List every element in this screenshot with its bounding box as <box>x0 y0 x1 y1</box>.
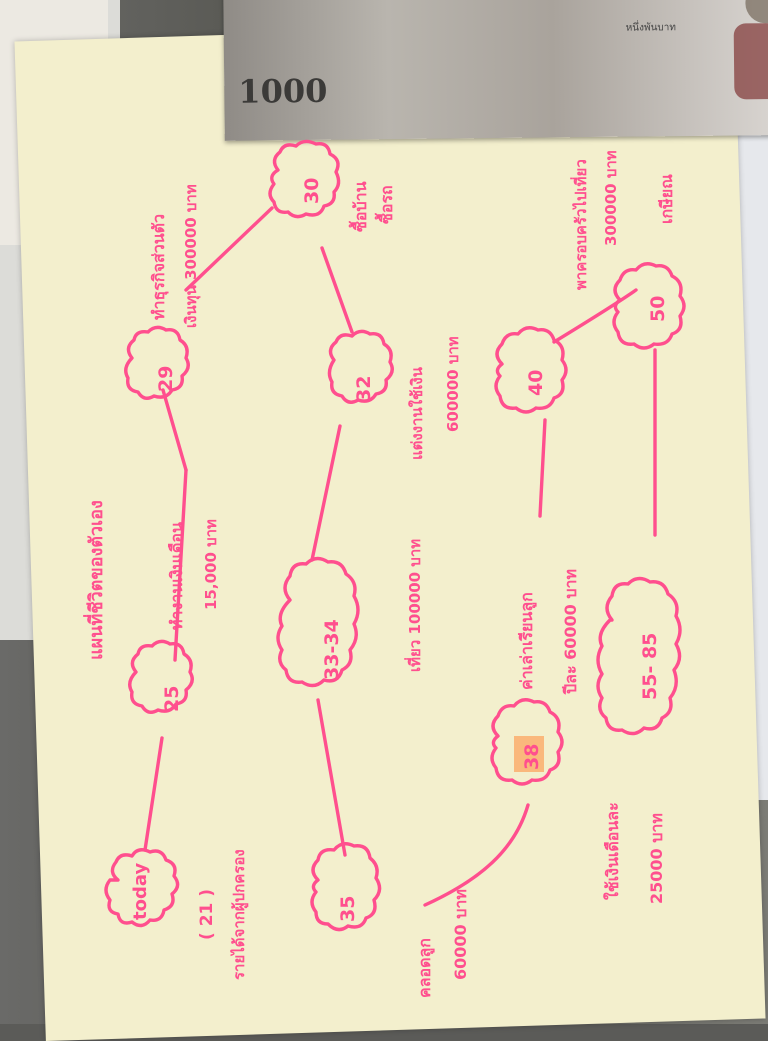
note-55-line2: 25000 บาท <box>647 813 666 904</box>
cloud-40 <box>494 326 568 414</box>
note-today-age: ( 21 ) <box>197 889 217 940</box>
cloud-25 <box>128 639 194 714</box>
connector-lines <box>143 206 657 907</box>
cloud-32 <box>327 329 394 404</box>
node-label-55-85: 55- 85 <box>639 633 661 700</box>
note-30-line1: ซื้อบ้าน <box>348 181 370 232</box>
note-32-line1: แต่งงานใช้เงิน <box>408 366 426 460</box>
title-text: แผนที่ชีวิตของตัวเอง <box>83 500 107 660</box>
node-label-30: 30 <box>301 178 323 204</box>
note-50-text: เกษียณ <box>657 174 676 224</box>
note-29-line2: เงินทุน 300000 บาท <box>182 184 201 328</box>
note-40-line2: 300000 บาท <box>602 150 620 246</box>
highlighter-mark <box>514 736 544 772</box>
banknote-portrait-image <box>733 0 768 100</box>
note-32-line2: 600000 บาท <box>444 336 462 432</box>
note-25-line1: ทำงานเงินเดือน <box>167 522 186 630</box>
node-label-25: 25 <box>161 686 183 712</box>
note-40-line1: พาครอบครัวไปเที่ยว <box>570 159 590 290</box>
cloud-today <box>104 848 180 928</box>
node-label-35: 35 <box>337 896 359 922</box>
node-label-33-34: 33-34 <box>321 619 343 680</box>
note-35-line1: คลอดลูก <box>415 938 436 998</box>
note-38-line2: ปีละ 60000 บาท <box>561 569 580 695</box>
note-38-line1: ค่าเล่าเรียนลูก <box>517 592 538 690</box>
node-label-32: 32 <box>353 376 375 402</box>
note-29-line1: ทำธุรกิจส่วนตัว <box>149 214 169 320</box>
cloud-35 <box>310 842 382 932</box>
banknote: 1000 หนึ่งพันบาท 1000 <box>223 0 768 141</box>
node-label-40: 40 <box>525 370 547 396</box>
cloud-55-85 <box>596 576 682 736</box>
note-30-line2: ซื้อรถ <box>374 185 396 224</box>
node-label-38: 38 <box>521 744 543 770</box>
node-label-29: 29 <box>155 366 177 392</box>
note-today-desc: รายได้จากผู้ปกครอง <box>229 849 249 980</box>
cloud-38 <box>490 698 564 786</box>
note-55-line1: ใช้เงินเดือนละ <box>603 802 622 900</box>
cloud-29 <box>124 325 190 400</box>
cloud-50 <box>612 262 686 350</box>
note-33-text: เที่ยว 100000 บาท <box>404 539 424 672</box>
cloud-30 <box>268 139 341 219</box>
cloud-33-34 <box>276 556 360 688</box>
node-label-today: today <box>130 863 151 920</box>
note-35-line2: 60000 บาท <box>451 889 470 980</box>
note-25-line2: 15,000 บาท <box>202 519 220 610</box>
node-label-50: 50 <box>647 296 669 322</box>
